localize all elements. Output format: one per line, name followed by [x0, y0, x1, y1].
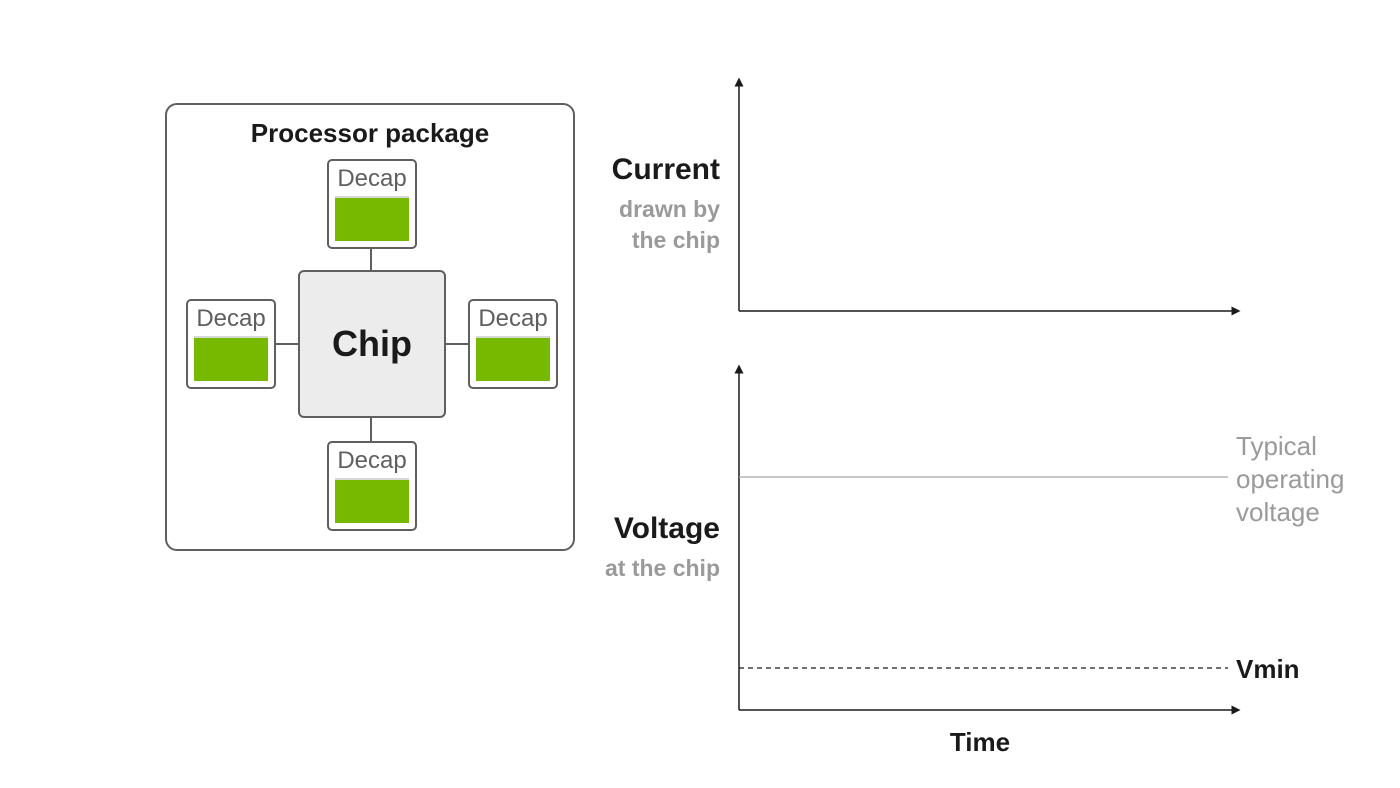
current-axis-subtitle-2: the chip	[631, 227, 720, 253]
package-title: Processor package	[250, 118, 490, 148]
wire-left	[275, 343, 298, 345]
chip: Chip	[298, 270, 446, 418]
typical-voltage-annotation: Typical operating voltage	[1236, 430, 1386, 529]
decap-label: Decap	[337, 165, 407, 192]
wire-top	[370, 248, 372, 270]
vmin-label: Vmin	[1236, 654, 1300, 684]
decap-label: Decap	[478, 305, 548, 332]
decap-capacitor-fill	[335, 480, 409, 523]
current-axis-title: Current	[611, 153, 720, 186]
decap-right: Decap	[468, 299, 558, 389]
wire-bottom	[370, 418, 372, 441]
wire-right	[446, 343, 468, 345]
decap-top: Decap	[327, 159, 417, 249]
decap-capacitor-fill	[335, 198, 409, 241]
voltage-axis-title: Voltage	[613, 512, 720, 545]
chip-label: Chip	[332, 323, 412, 364]
typical-voltage-line-3: voltage	[1236, 497, 1320, 527]
decap-label: Decap	[196, 305, 266, 332]
decap-left: Decap	[186, 299, 276, 389]
decap-label: Decap	[337, 447, 407, 474]
typical-voltage-line-2: operating	[1236, 464, 1345, 494]
voltage-axis-subtitle: at the chip	[604, 555, 720, 581]
decap-bottom: Decap	[327, 441, 417, 531]
current-axis-subtitle-1: drawn by	[619, 196, 720, 222]
decap-capacitor-fill	[476, 338, 550, 381]
typical-voltage-line-1: Typical	[1236, 431, 1317, 461]
time-axis-label: Time	[949, 727, 1011, 757]
decap-capacitor-fill	[194, 338, 268, 381]
